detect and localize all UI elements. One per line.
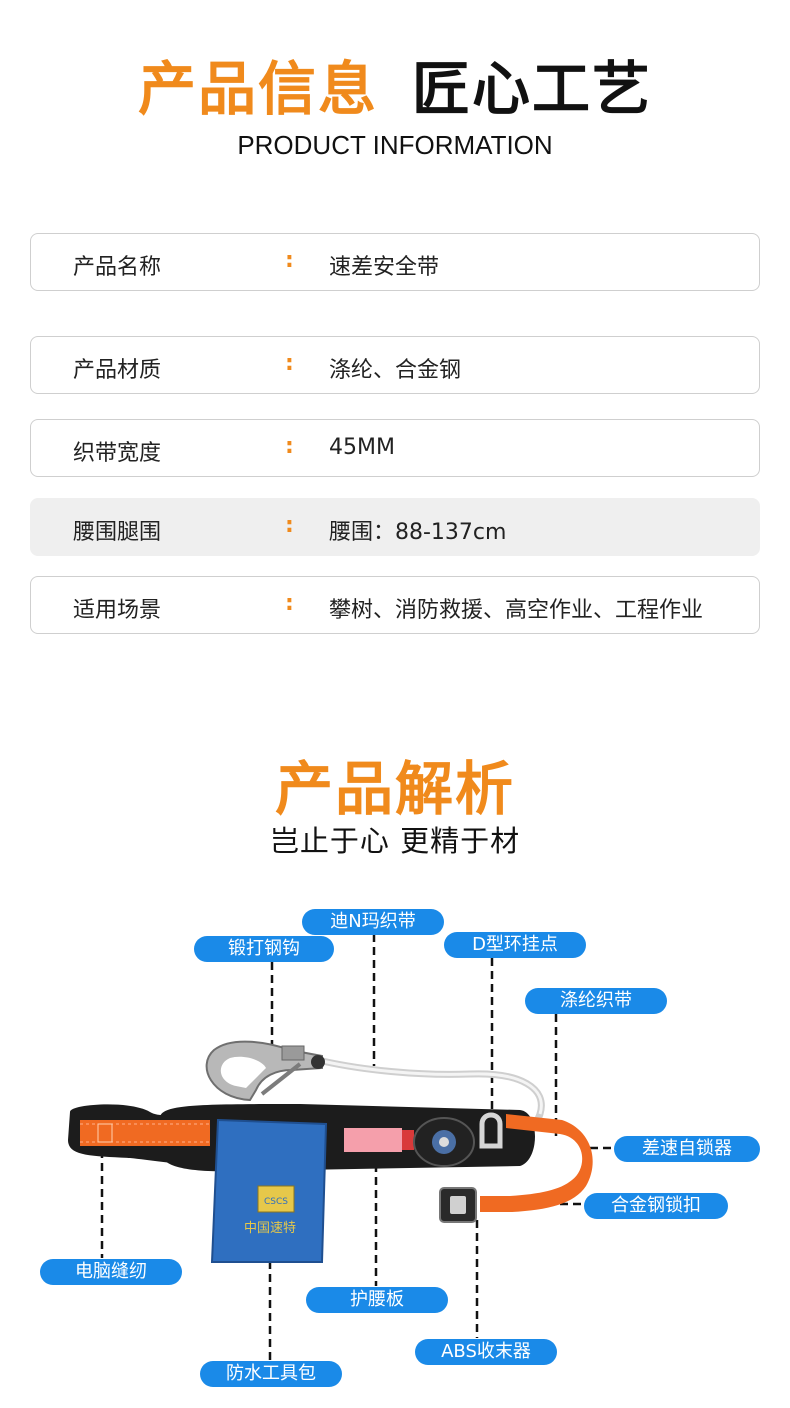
spec-value: 腰围：88-137cm bbox=[329, 520, 507, 545]
spec-row-name: 产品名称 : 速差安全带 bbox=[30, 233, 760, 291]
spec-colon: : bbox=[285, 591, 294, 616]
callout-stitching: 电脑缝纫 bbox=[40, 1259, 182, 1285]
callout-d-ring: D型环挂点 bbox=[444, 932, 586, 958]
reflective-panel bbox=[344, 1128, 402, 1152]
spec-colon: : bbox=[285, 248, 294, 273]
title-part-1: 产品信息 bbox=[137, 55, 378, 123]
spec-key: 织带宽度 bbox=[73, 441, 162, 466]
spec-value: 涤纶、合金钢 bbox=[329, 358, 462, 383]
callout-polyester-webbing: 涤纶织带 bbox=[525, 988, 667, 1014]
spec-colon: : bbox=[285, 434, 294, 459]
callout-self-lock: 差速自锁器 bbox=[614, 1136, 760, 1162]
d-ring bbox=[479, 1112, 503, 1149]
callout-alloy-buckle: 合金钢锁扣 bbox=[584, 1193, 728, 1219]
spec-value: 攀树、消防救援、高空作业、工程作业 bbox=[329, 598, 704, 623]
forged-steel-hook bbox=[205, 1040, 325, 1102]
callout-tool-bag: 防水工具包 bbox=[200, 1361, 342, 1387]
spec-row-waist: 腰围腿围 : 腰围：88-137cm bbox=[30, 498, 760, 556]
spec-key: 产品名称 bbox=[73, 255, 162, 280]
spec-colon: : bbox=[285, 351, 294, 376]
spec-key: 产品材质 bbox=[73, 358, 162, 383]
bag-brand-text: 中国速特 bbox=[244, 1221, 296, 1236]
callout-abs-retractor: ABS收末器 bbox=[415, 1339, 557, 1365]
belt-product-illustration: CSCS 中国速特 bbox=[68, 934, 616, 1360]
polyester-webbing bbox=[480, 1114, 593, 1212]
section-subtitle-analysis: 岂止于心 更精于材 bbox=[269, 824, 521, 858]
callout-forged-hook: 锻打钢钩 bbox=[194, 936, 334, 962]
spec-colon: : bbox=[285, 513, 294, 538]
self-locking-device bbox=[413, 1117, 475, 1167]
section-title-analysis: 产品解析 bbox=[274, 755, 515, 823]
section-subtitle-english: PRODUCT INFORMATION bbox=[237, 130, 553, 160]
alloy-steel-buckle bbox=[439, 1187, 477, 1223]
callout-waist-pad: 护腰板 bbox=[306, 1287, 448, 1313]
spec-row-material: 产品材质 : 涤纶、合金钢 bbox=[30, 336, 760, 394]
bag-badge-text: CSCS bbox=[264, 1197, 288, 1207]
spec-key: 适用场景 bbox=[73, 598, 162, 623]
callout-leader-lines bbox=[100, 934, 616, 1360]
spec-key: 腰围腿围 bbox=[73, 520, 162, 545]
section-title-product-info: 产品信息匠心工艺 bbox=[0, 42, 790, 126]
callout-dyneema-webbing: 迪N玛织带 bbox=[302, 909, 444, 935]
spec-row-width: 织带宽度 : 45MM bbox=[30, 419, 760, 477]
waterproof-tool-bag: CSCS 中国速特 bbox=[210, 1118, 328, 1263]
spec-row-scenarios: 适用场景 : 攀树、消防救援、高空作业、工程作业 bbox=[30, 576, 760, 634]
spec-value: 速差安全带 bbox=[329, 255, 440, 280]
title-part-2: 匠心工艺 bbox=[412, 55, 653, 123]
spec-value: 45MM bbox=[329, 435, 395, 460]
